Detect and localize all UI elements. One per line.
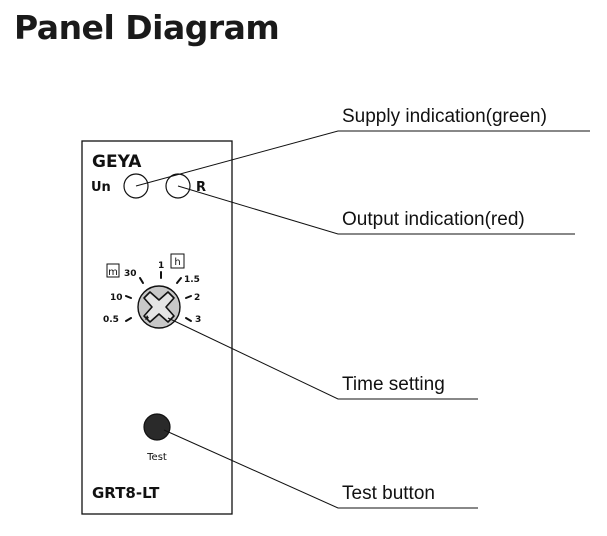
scale-label-5: 2 xyxy=(194,293,200,303)
time-leader-line xyxy=(167,317,478,400)
label-r: R xyxy=(196,180,206,195)
model-label: GRT8-LT xyxy=(92,484,160,502)
knob-pointer-icon xyxy=(145,315,149,320)
scale-label-3: 1 xyxy=(158,261,164,271)
output-indication-callout: Output indication(red) xyxy=(342,209,525,230)
dial-tick xyxy=(125,295,132,299)
minute-unit-box xyxy=(106,263,120,278)
label-un: Un xyxy=(91,180,111,195)
brand-logo: GEYA xyxy=(92,152,142,172)
scale-label-4: 1.5 xyxy=(184,275,200,285)
hour-unit-label: h xyxy=(174,257,180,268)
supply-leader-line xyxy=(135,130,590,187)
dial-tick xyxy=(125,317,132,322)
dial-tick xyxy=(185,295,192,299)
scale-label-0: 0.5 xyxy=(103,315,119,325)
hour-unit-box xyxy=(170,253,185,269)
page-title: Panel Diagram xyxy=(14,8,280,47)
dial-ticks xyxy=(125,271,192,322)
output-leader-line xyxy=(177,185,575,235)
test-leader-line xyxy=(163,429,478,509)
supply-indication-callout: Supply indication(green) xyxy=(342,106,547,127)
dial-tick xyxy=(176,277,182,284)
scale-label-2: 30 xyxy=(124,269,137,279)
test-button-callout: Test button xyxy=(342,483,435,504)
scale-label-1: 10 xyxy=(110,293,123,303)
dial-tick xyxy=(139,277,144,284)
scale-label-6: 3 xyxy=(195,315,201,325)
test-button-label: Test xyxy=(146,452,167,463)
minute-unit-label: m xyxy=(108,267,118,278)
knob-cross-icon xyxy=(143,291,175,323)
time-setting-callout: Time setting xyxy=(342,374,445,395)
dial-tick xyxy=(185,317,192,322)
test-button[interactable] xyxy=(143,413,171,441)
time-setting-knob[interactable] xyxy=(137,285,181,329)
